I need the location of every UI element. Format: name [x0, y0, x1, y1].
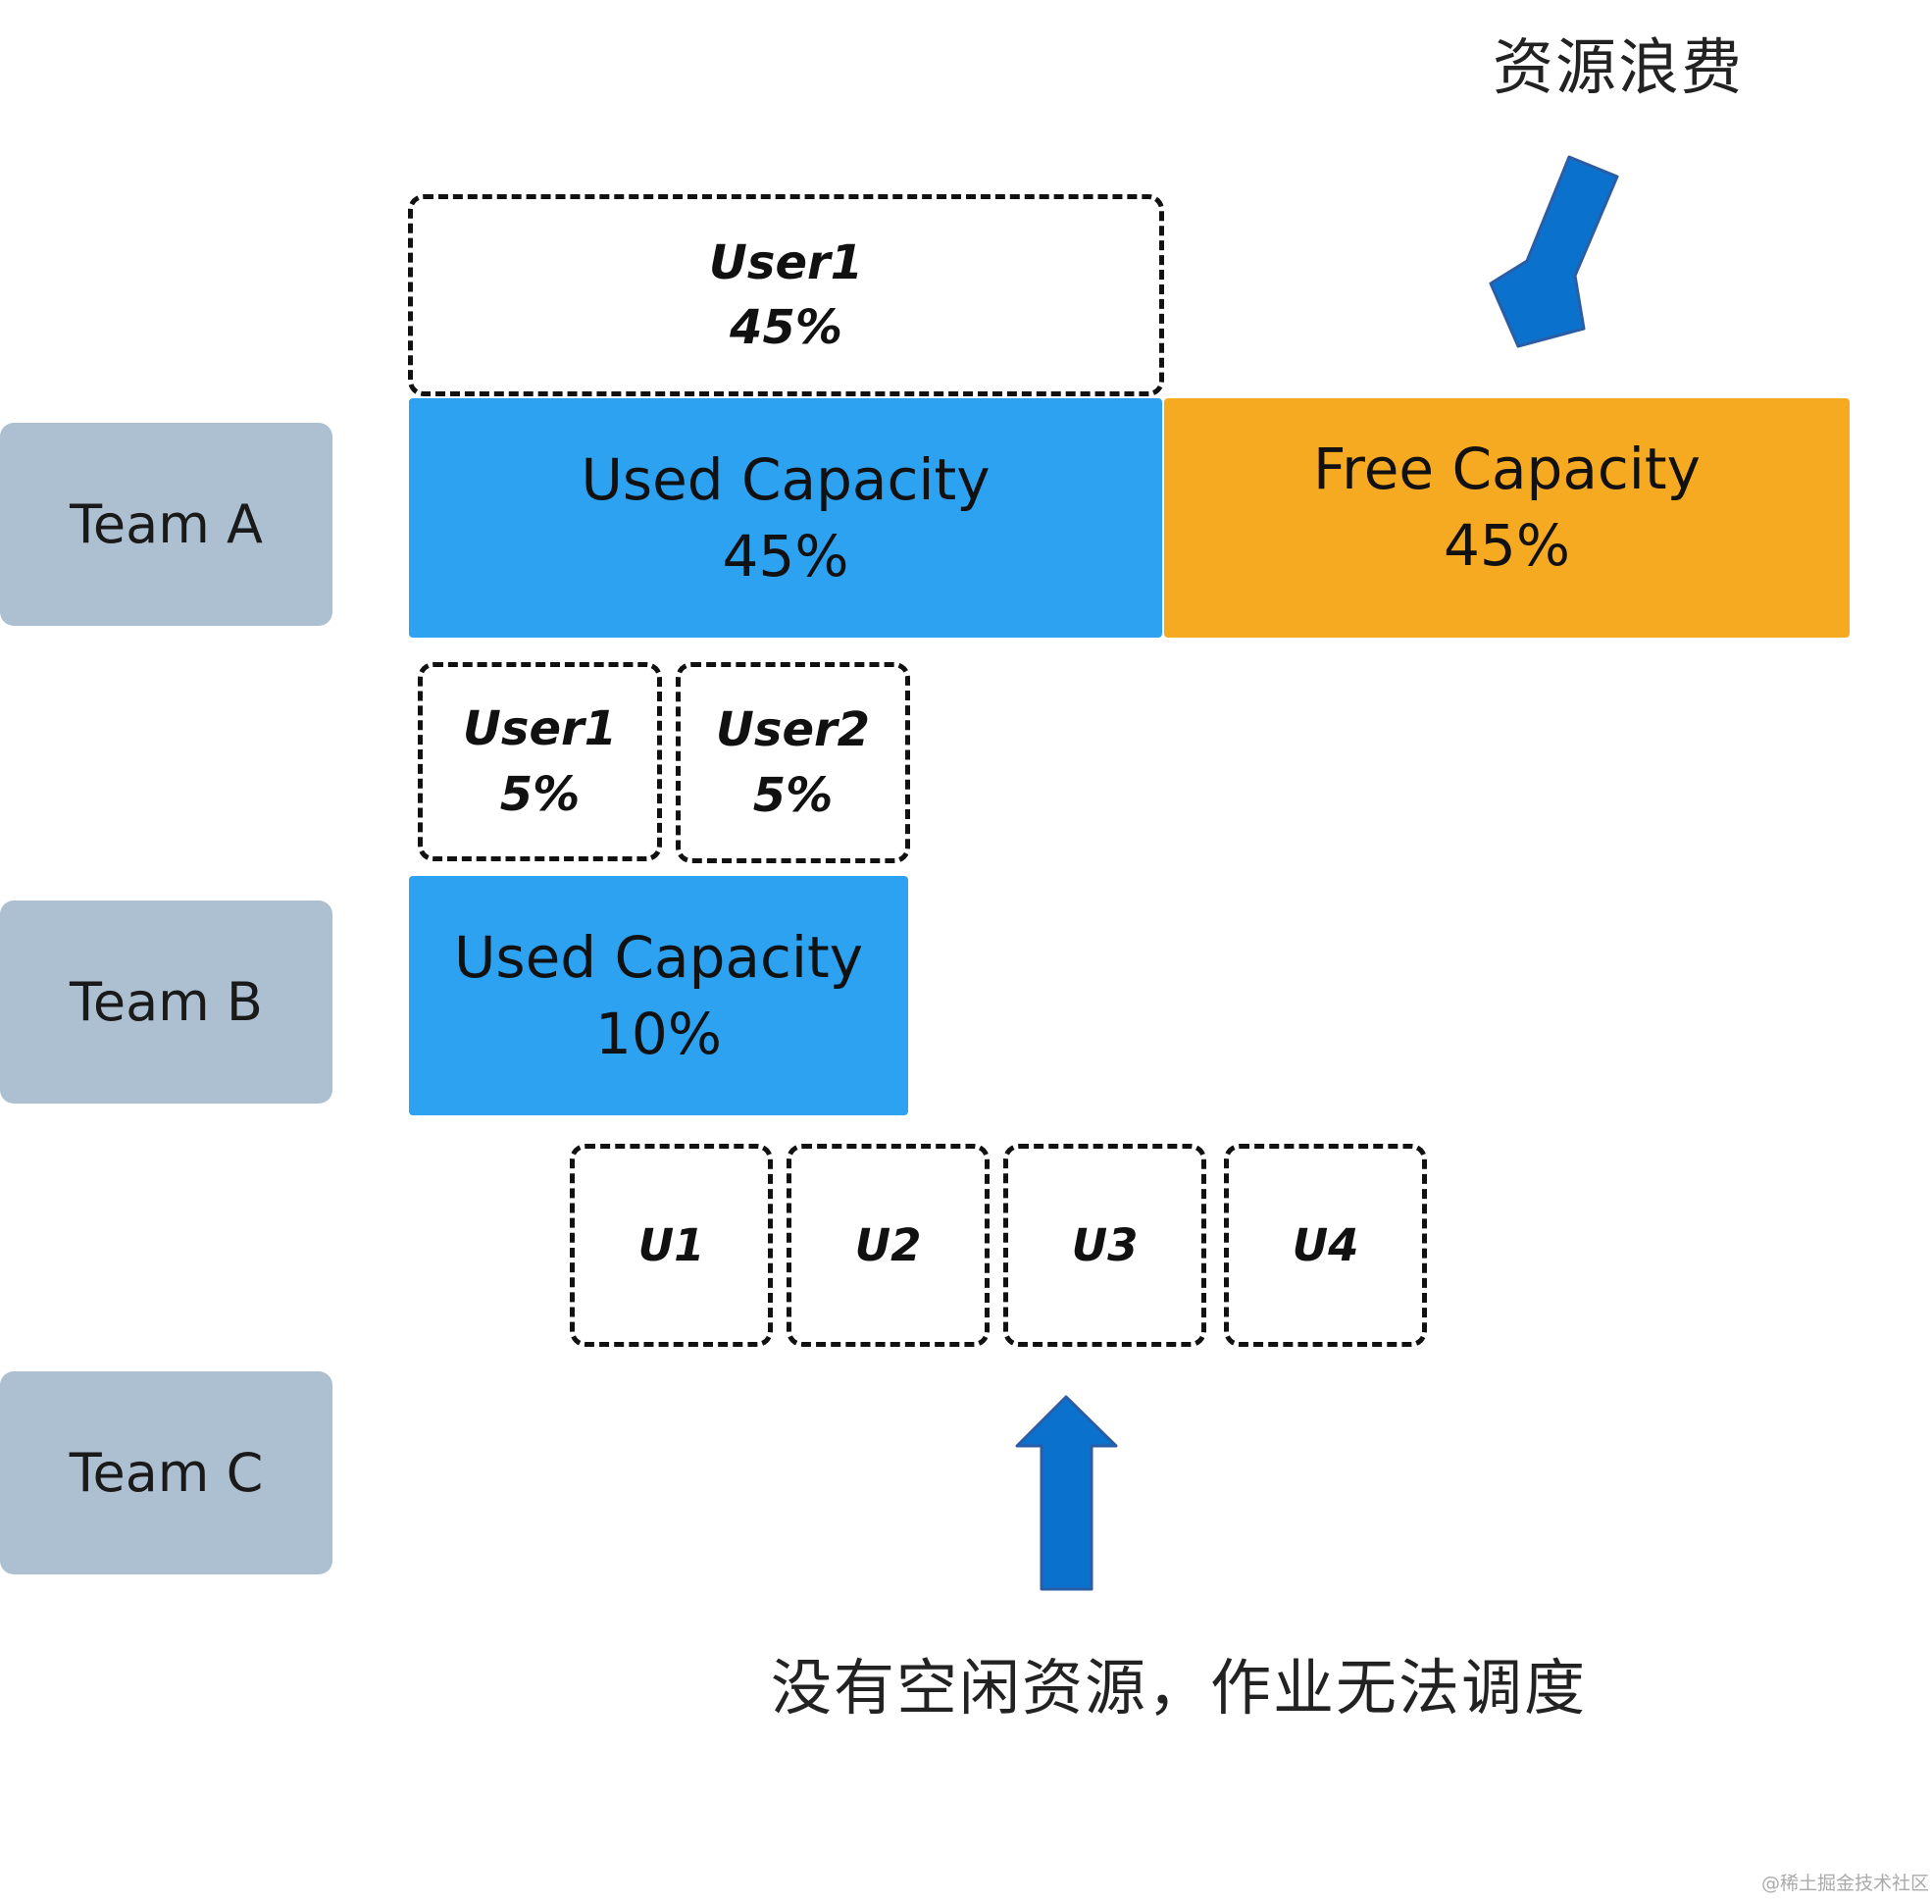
waste-annotation: 资源浪费 — [1493, 31, 1745, 103]
request-name: User1 — [708, 234, 864, 290]
request-percent: 5% — [499, 766, 581, 822]
request-name: U4 — [1292, 1219, 1359, 1271]
team-b-used-capacity: Used Capacity 10% — [409, 876, 908, 1115]
used-capacity-label: Used Capacity — [581, 445, 991, 513]
team-a-user1-request: User1 45% — [408, 194, 1164, 396]
request-name: U1 — [637, 1219, 705, 1271]
team-b-user2-request: User2 5% — [676, 662, 910, 863]
free-capacity-label: Free Capacity — [1313, 435, 1701, 502]
team-c-label: Team C — [0, 1371, 332, 1574]
team-a-free-capacity: Free Capacity 45% — [1164, 398, 1850, 638]
request-name: U3 — [1071, 1219, 1139, 1271]
team-c-label-text: Team C — [69, 1442, 264, 1504]
request-name: U2 — [854, 1219, 922, 1271]
team-c-u2-request: U2 — [787, 1144, 990, 1347]
request-name: User1 — [462, 701, 618, 757]
team-b-user1-request: User1 5% — [418, 662, 662, 861]
request-percent: 45% — [730, 300, 842, 355]
used-capacity-label: Used Capacity — [453, 923, 864, 991]
request-percent: 5% — [752, 767, 834, 823]
free-capacity-percent: 45% — [1444, 512, 1570, 579]
watermark: @稀土掘金技术社区 — [1761, 1873, 1930, 1894]
team-b-label-text: Team B — [70, 971, 263, 1033]
team-c-u4-request: U4 — [1224, 1144, 1427, 1347]
team-a-used-capacity: Used Capacity 45% — [409, 398, 1162, 638]
team-b-label: Team B — [0, 901, 332, 1104]
no-free-resource-annotation: 没有空闲资源，作业无法调度 — [771, 1652, 1588, 1724]
team-c-u1-request: U1 — [570, 1144, 773, 1347]
team-c-u3-request: U3 — [1003, 1144, 1206, 1347]
team-a-label: Team A — [0, 423, 332, 626]
used-capacity-percent: 45% — [722, 523, 849, 590]
request-name: User2 — [715, 702, 871, 758]
team-a-label-text: Team A — [70, 493, 263, 555]
used-capacity-percent: 10% — [595, 1001, 722, 1067]
